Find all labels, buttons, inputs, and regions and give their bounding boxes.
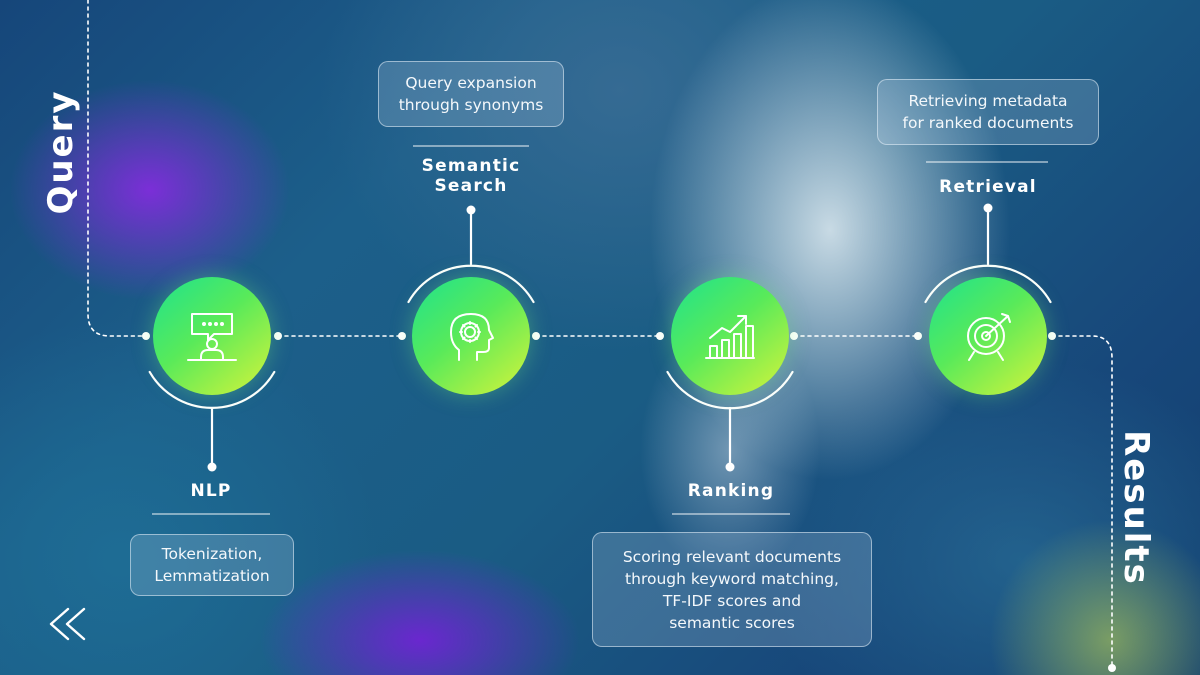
step-title-line: Semantic xyxy=(421,156,521,176)
node-arc-retrieval xyxy=(924,264,1052,304)
back-button[interactable] xyxy=(46,606,88,642)
desc-line: through synonyms xyxy=(398,96,544,114)
desc-line: TF-IDF scores and xyxy=(662,591,802,610)
connector-dot xyxy=(274,332,282,340)
results-label: Results xyxy=(1116,430,1156,586)
node-semantic-search[interactable] xyxy=(412,277,530,395)
step-desc-semantic-search: Query expansion through synonyms xyxy=(378,61,564,127)
desc-line: Lemmatization xyxy=(154,567,270,585)
connector-dot xyxy=(532,332,540,340)
desc-line: semantic scores xyxy=(669,613,795,632)
desc-line: through keyword matching, xyxy=(625,569,839,588)
step-desc-ranking: Scoring relevant documents through keywo… xyxy=(592,532,872,647)
step-title-semantic-search: Semantic Search xyxy=(422,156,521,196)
stem-dot xyxy=(466,205,476,215)
connector-dot xyxy=(914,332,922,340)
node-retrieval[interactable] xyxy=(929,277,1047,395)
connector-dot xyxy=(790,332,798,340)
node-nlp[interactable] xyxy=(153,277,271,395)
connector-dot xyxy=(398,332,406,340)
connector-dot xyxy=(1048,332,1056,340)
double-chevron-left-icon xyxy=(49,607,86,641)
step-title-ranking: Ranking xyxy=(688,481,774,501)
step-desc-retrieval: Retrieving metadata for ranked documents xyxy=(877,79,1099,145)
step-desc-nlp: Tokenization, Lemmatization xyxy=(130,534,294,596)
step-title-line: NLP xyxy=(190,481,232,501)
node-ranking[interactable] xyxy=(671,277,789,395)
node-arc-semantic xyxy=(407,264,535,304)
stem-dot xyxy=(725,462,735,472)
desc-line: for ranked documents xyxy=(902,114,1074,132)
stem-dot xyxy=(207,462,217,472)
step-title-nlp: NLP xyxy=(190,481,231,501)
stem-dot xyxy=(983,203,993,213)
desc-line: Scoring relevant documents xyxy=(622,547,842,566)
query-label: Query xyxy=(41,89,81,215)
step-title-line: Ranking xyxy=(687,481,775,501)
desc-line: Tokenization, xyxy=(161,545,263,563)
step-title-line: Retrieval xyxy=(939,177,1037,197)
connector-dot xyxy=(1108,664,1116,672)
target-icon xyxy=(967,313,1011,361)
desc-line: Retrieving metadata xyxy=(908,92,1068,110)
head-gear-icon xyxy=(450,313,494,361)
connector-dot xyxy=(142,332,150,340)
connector-dot xyxy=(656,332,664,340)
query-connector-line xyxy=(87,0,147,337)
results-connector-line xyxy=(1051,335,1113,669)
bar-chart-icon xyxy=(705,315,755,359)
step-title-line: Search xyxy=(434,176,508,196)
chat-person-icon xyxy=(187,313,237,361)
step-title-retrieval: Retrieval xyxy=(939,177,1037,197)
desc-line: Query expansion xyxy=(405,74,537,92)
